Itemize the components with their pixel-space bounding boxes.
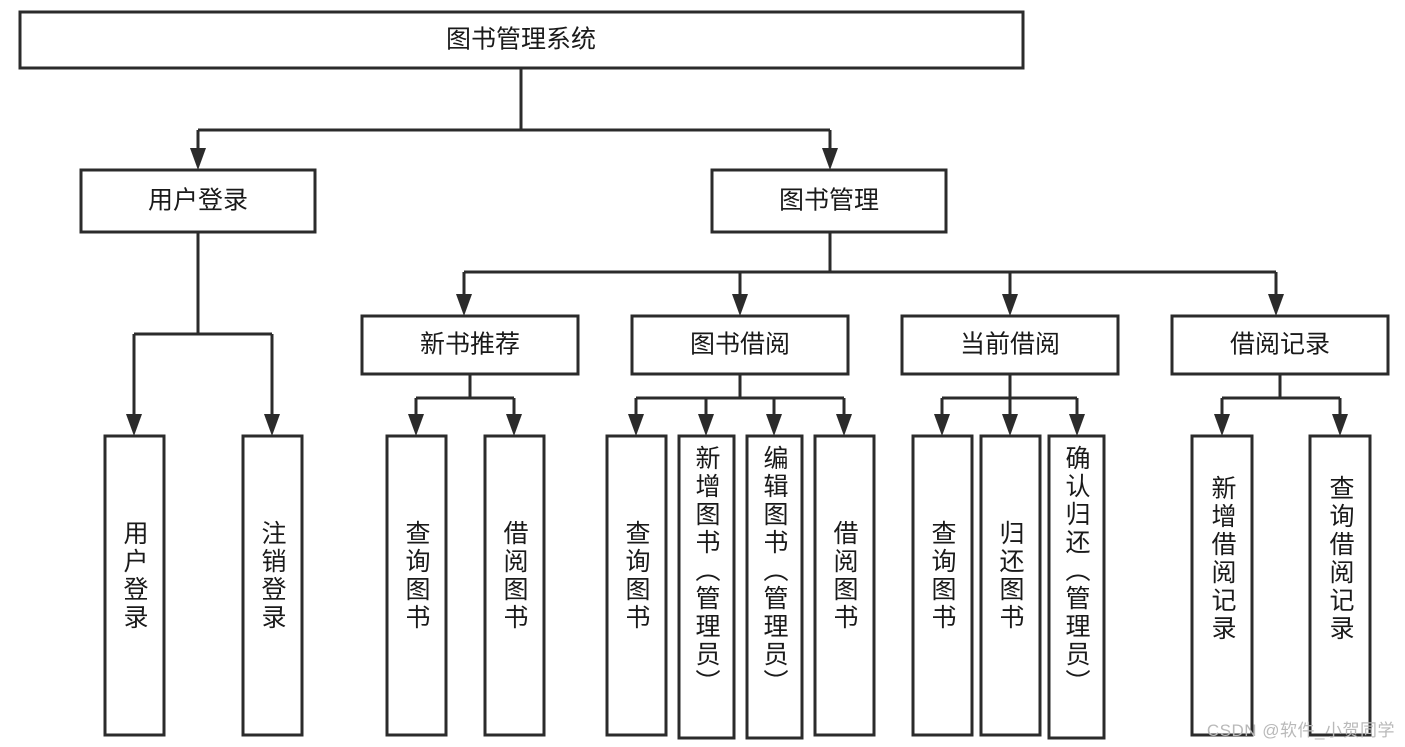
csdn-watermark: CSDN @软件_小贺同学 <box>1206 721 1395 740</box>
node-leaf-borrow-book-2[interactable]: 借阅图书 <box>813 434 876 737</box>
node-borrow-record-label: 借阅记录 <box>1230 331 1330 359</box>
node-leaf-logout-box[interactable] <box>241 434 304 737</box>
node-leaf-logout-label: 注销登录 <box>258 520 287 632</box>
node-leaf-borrow-book-1[interactable]: 借阅图书 <box>483 434 546 737</box>
node-leaf-add-book-admin-label: 新增图书（管理员） <box>692 445 721 697</box>
node-leaf-query-record[interactable]: 查询借阅记录 <box>1308 434 1372 737</box>
node-leaf-query-book-2-box[interactable] <box>605 434 668 737</box>
node-borrow-record[interactable]: 借阅记录 <box>1170 314 1390 376</box>
arrow-bookborrow-to-leaf2 <box>698 414 714 436</box>
node-new-book-rec[interactable]: 新书推荐 <box>360 314 580 376</box>
node-leaf-query-book-1[interactable]: 查询图书 <box>385 434 448 737</box>
node-root[interactable]: 图书管理系统 <box>18 10 1025 70</box>
arrow-bookmanage-to-c1 <box>456 294 472 316</box>
node-root-box[interactable] <box>18 10 1025 70</box>
node-borrow-record-box[interactable] <box>1170 314 1390 376</box>
node-leaf-borrow-book-2-box[interactable] <box>813 434 876 737</box>
node-current-borrow-box[interactable] <box>900 314 1120 376</box>
arrow-bookmanage-to-c4 <box>1268 294 1284 316</box>
arrow-userlogin-to-leaf1 <box>126 414 142 436</box>
node-current-borrow-label: 当前借阅 <box>960 331 1060 359</box>
node-leaf-user-login-label: 用户登录 <box>120 520 149 632</box>
arrow-currentborrow-to-leaf3 <box>1069 414 1085 436</box>
node-leaf-add-record-box[interactable] <box>1190 434 1254 737</box>
node-leaf-borrow-book-1-label: 借阅图书 <box>500 520 529 632</box>
node-leaf-add-book-admin[interactable]: 新增图书（管理员） <box>677 434 736 740</box>
node-current-borrow[interactable]: 当前借阅 <box>900 314 1120 376</box>
node-leaf-add-book-admin-box[interactable] <box>677 434 736 740</box>
node-leaf-user-login-box[interactable] <box>103 434 166 737</box>
node-leaf-query-book-3[interactable]: 查询图书 <box>911 434 974 737</box>
arrow-currentborrow-to-leaf1 <box>934 414 950 436</box>
node-leaf-confirm-return-admin-box[interactable] <box>1047 434 1106 740</box>
node-leaf-edit-book-admin-label: 编辑图书（管理员） <box>760 445 789 697</box>
node-leaf-query-record-label: 查询借阅记录 <box>1326 475 1355 643</box>
node-leaf-return-book[interactable]: 归还图书 <box>979 434 1042 737</box>
arrow-borrowrecord-to-leaf1 <box>1214 414 1230 436</box>
arrow-bookborrow-to-leaf4 <box>836 414 852 436</box>
arrow-bookborrow-to-leaf3 <box>766 414 782 436</box>
node-leaf-query-book-2-label: 查询图书 <box>622 520 651 632</box>
node-book-manage-box[interactable] <box>710 168 948 234</box>
node-book-manage-label: 图书管理 <box>779 187 879 215</box>
node-leaf-return-book-label: 归还图书 <box>996 520 1025 632</box>
node-leaf-borrow-book-1-box[interactable] <box>483 434 546 737</box>
node-book-borrow-label: 图书借阅 <box>690 331 790 359</box>
node-user-login-box[interactable] <box>79 168 317 234</box>
node-leaf-query-book-3-box[interactable] <box>911 434 974 737</box>
arrow-currentborrow-to-leaf2 <box>1002 414 1018 436</box>
node-leaf-query-book-1-box[interactable] <box>385 434 448 737</box>
node-leaf-add-record[interactable]: 新增借阅记录 <box>1190 434 1254 737</box>
node-new-book-rec-label: 新书推荐 <box>420 331 520 359</box>
arrow-newbook-to-leaf2 <box>506 414 522 436</box>
node-leaf-confirm-return-admin[interactable]: 确认归还（管理员） <box>1047 434 1106 740</box>
arrow-root-to-book-manage <box>822 148 838 170</box>
node-leaf-confirm-return-admin-label: 确认归还（管理员） <box>1062 445 1091 697</box>
node-leaf-edit-book-admin-box[interactable] <box>745 434 804 740</box>
node-leaf-return-book-box[interactable] <box>979 434 1042 737</box>
node-book-borrow[interactable]: 图书借阅 <box>630 314 850 376</box>
node-leaf-query-book-2[interactable]: 查询图书 <box>605 434 668 737</box>
node-root-label: 图书管理系统 <box>446 26 596 54</box>
node-leaf-edit-book-admin[interactable]: 编辑图书（管理员） <box>745 434 804 740</box>
node-leaf-query-record-box[interactable] <box>1308 434 1372 737</box>
node-new-book-rec-box[interactable] <box>360 314 580 376</box>
arrow-userlogin-to-leaf2 <box>264 414 280 436</box>
arrow-borrowrecord-to-leaf2 <box>1332 414 1348 436</box>
node-book-manage[interactable]: 图书管理 <box>710 168 948 234</box>
node-leaf-user-login[interactable]: 用户登录 <box>103 434 166 737</box>
arrow-root-to-user-login <box>190 148 206 170</box>
node-user-login-label: 用户登录 <box>148 187 248 215</box>
node-leaf-query-book-3-label: 查询图书 <box>928 520 957 632</box>
arrow-newbook-to-leaf1 <box>408 414 424 436</box>
node-leaf-logout[interactable]: 注销登录 <box>241 434 304 737</box>
connector-layer <box>126 68 1348 436</box>
node-leaf-add-record-label: 新增借阅记录 <box>1208 475 1237 643</box>
node-leaf-query-book-1-label: 查询图书 <box>402 520 431 632</box>
node-user-login[interactable]: 用户登录 <box>79 168 317 234</box>
arrow-bookmanage-to-c3 <box>1002 294 1018 316</box>
node-leaf-borrow-book-2-label: 借阅图书 <box>830 520 859 632</box>
arrow-bookborrow-to-leaf1 <box>628 414 644 436</box>
node-book-borrow-box[interactable] <box>630 314 850 376</box>
arrow-bookmanage-to-c2 <box>732 294 748 316</box>
